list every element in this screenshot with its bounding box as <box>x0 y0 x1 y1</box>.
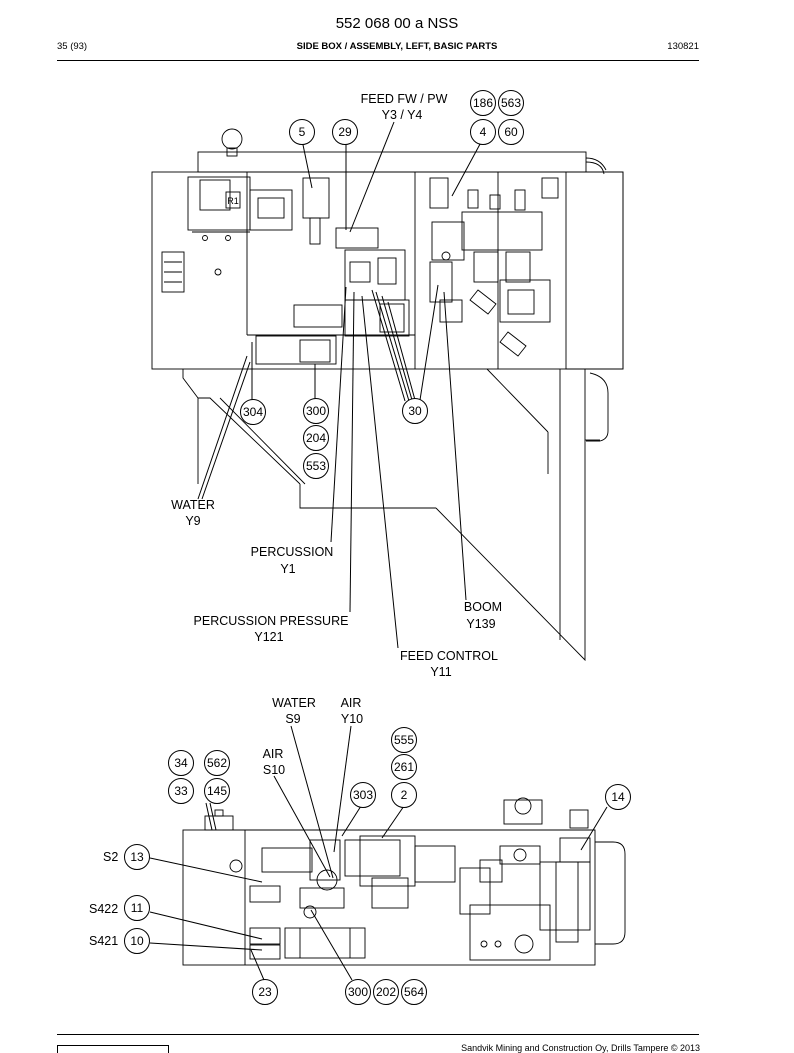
label-s9: S9 <box>285 712 300 726</box>
footer-copyright: Sandvik Mining and Construction Oy, Dril… <box>461 1043 700 1053</box>
page-title: SIDE BOX / ASSEMBLY, LEFT, BASIC PARTS <box>296 41 498 52</box>
callout-563: 563 <box>501 96 521 110</box>
callout-555: 555 <box>394 733 414 747</box>
label-percussion-pressure: PERCUSSION PRESSURE <box>194 614 349 628</box>
callout-300: 300 <box>306 404 326 418</box>
label-y121: Y121 <box>254 630 283 644</box>
callout-14: 14 <box>611 790 625 804</box>
callout-261: 261 <box>394 760 414 774</box>
header-rule <box>57 60 699 61</box>
callout-60: 60 <box>504 125 518 139</box>
label-water: WATER <box>171 498 215 512</box>
callout-13: 13 <box>130 850 144 864</box>
callout-300-lower: 300 <box>348 985 368 999</box>
date-code: 130821 <box>667 41 699 52</box>
callout-11: 11 <box>131 901 144 915</box>
label-y3-y4: Y3 / Y4 <box>382 108 423 122</box>
callout-5: 5 <box>299 125 306 139</box>
label-y139: Y139 <box>466 617 495 631</box>
callout-30: 30 <box>408 404 422 418</box>
label-water-s9: WATER <box>272 696 316 710</box>
callout-4: 4 <box>480 125 487 139</box>
callout-33: 33 <box>174 784 188 798</box>
upper-leader-lines <box>197 121 487 649</box>
label-boom: BOOM <box>464 600 502 614</box>
lower-callouts <box>124 727 631 1005</box>
label-s422: S422 <box>89 902 118 916</box>
callout-562: 562 <box>207 756 227 770</box>
callout-553: 553 <box>306 459 326 473</box>
callout-10: 10 <box>130 934 144 948</box>
upper-assembly-drawing: R1 <box>151 128 624 662</box>
label-air-y10: AIR <box>341 696 362 710</box>
lower-labels: WATER S9 AIR Y10 AIR S10 S2 S422 S421 <box>89 696 363 948</box>
lower-leader-lines <box>149 725 608 981</box>
label-feed-control: FEED CONTROL <box>400 649 498 663</box>
callout-204: 204 <box>306 431 326 445</box>
label-percussion: PERCUSSION <box>251 545 334 559</box>
document-number: 552 068 00 a NSS <box>335 15 459 32</box>
label-s10: S10 <box>263 763 285 777</box>
upper-callouts <box>240 90 524 479</box>
label-s421: S421 <box>89 934 118 948</box>
callout-564: 564 <box>404 985 424 999</box>
label-y9: Y9 <box>185 514 200 528</box>
callout-23: 23 <box>258 985 272 999</box>
callout-34: 34 <box>174 756 188 770</box>
callout-29: 29 <box>338 125 352 139</box>
callout-303: 303 <box>353 788 373 802</box>
label-y1: Y1 <box>280 562 295 576</box>
label-y10: Y10 <box>341 712 363 726</box>
lower-assembly-drawing <box>182 797 626 966</box>
label-y11: Y11 <box>430 665 451 679</box>
callout-2: 2 <box>401 788 408 802</box>
label-s2: S2 <box>103 850 118 864</box>
page-number: 35 (93) <box>57 41 88 52</box>
callout-304: 304 <box>243 405 263 419</box>
callout-145: 145 <box>207 784 227 798</box>
upper-callout-numbers: 5 29 186 563 4 60 304 300 204 553 30 <box>243 96 521 473</box>
callout-202: 202 <box>376 985 396 999</box>
svg-text:R1: R1 <box>227 196 239 206</box>
upper-labels: FEED FW / PW Y3 / Y4 WATER Y9 PERCUSSION… <box>171 92 502 679</box>
label-feed-fw-pw: FEED FW / PW <box>361 92 448 106</box>
label-air-s10: AIR <box>263 747 284 761</box>
lower-callout-numbers: 555 261 2 303 34 562 33 145 14 13 11 10 … <box>130 733 625 999</box>
footer-rule <box>57 1034 699 1035</box>
callout-186: 186 <box>473 96 493 110</box>
company-logo <box>57 1045 169 1053</box>
